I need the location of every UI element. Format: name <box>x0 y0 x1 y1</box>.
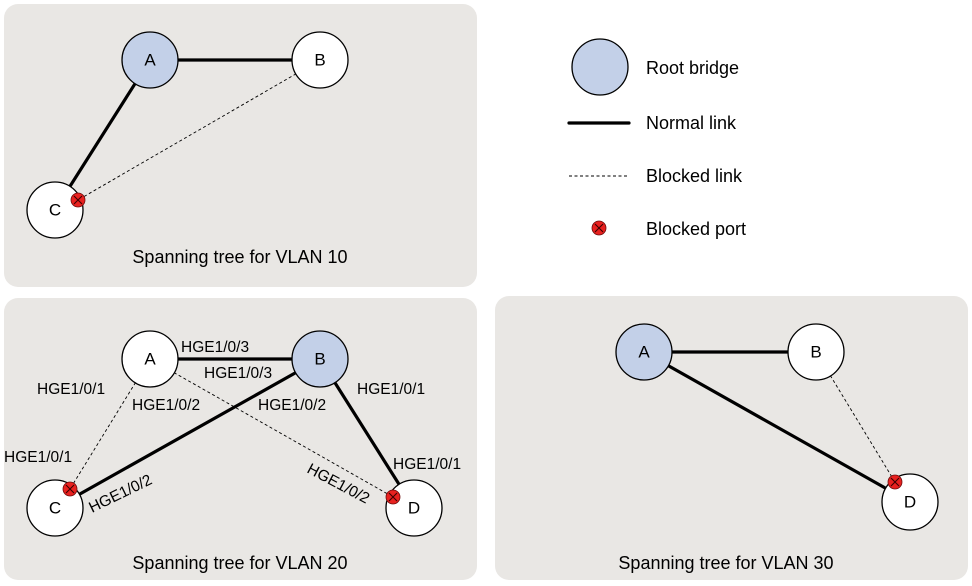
vlan10-node-a-label: A <box>144 51 156 70</box>
vlan20-port-a-c-at-c: HGE1/0/1 <box>4 449 72 466</box>
vlan20-link-a-d-blocked <box>149 358 394 498</box>
vlan20-link-a-c-blocked <box>69 358 151 490</box>
vlan30-blocked-port-d <box>887 474 903 490</box>
vlan10-blocked-port-c <box>70 192 86 208</box>
vlan20-node-c-label: C <box>49 499 61 518</box>
vlan30-node-b <box>787 323 845 381</box>
vlan30-node-a-label: A <box>638 343 650 362</box>
vlan30-caption: Spanning tree for VLAN 30 <box>618 553 833 573</box>
legend-root-bridge-icon <box>571 38 629 96</box>
vlan10-topology: A B C Spanning tree for VLAN 10 <box>26 31 349 267</box>
vlan20-port-b-d-at-b: HGE1/0/1 <box>357 381 425 398</box>
vlan20-link-b-d <box>318 357 416 510</box>
vlan10-panel <box>4 4 477 287</box>
vlan20-port-a-b-at-b: HGE1/0/3 <box>204 365 272 382</box>
vlan20-blocked-port-c <box>62 481 78 497</box>
legend-blocked-port-label: Blocked port <box>646 219 746 239</box>
vlan10-node-b <box>291 31 349 89</box>
vlan10-link-b-c-blocked <box>77 59 321 201</box>
vlan20-port-a-c-at-a: HGE1/0/1 <box>37 381 105 398</box>
legend-root-bridge-label: Root bridge <box>646 58 739 78</box>
vlan30-node-d-label: D <box>904 493 916 512</box>
vlan20-port-a-d-at-a: HGE1/0/2 <box>132 397 200 414</box>
vlan30-topology: A B D Spanning tree for VLAN 30 <box>615 323 939 573</box>
vlan20-port-b-d-at-d: HGE1/0/1 <box>393 456 461 473</box>
vlan10-node-c-label: C <box>49 201 61 220</box>
vlan10-node-a-root <box>121 31 179 89</box>
vlan20-port-a-b-at-a: HGE1/0/3 <box>181 339 249 356</box>
vlan20-node-b-root <box>291 330 349 388</box>
vlan30-link-b-d-blocked <box>815 351 896 483</box>
legend-blocked-port-icon <box>591 220 607 236</box>
vlan10-node-b-label: B <box>314 51 325 70</box>
vlan20-node-d-label: D <box>408 499 420 518</box>
vlan20-port-b-c-at-b: HGE1/0/2 <box>258 397 326 414</box>
vlan10-link-a-c <box>53 58 152 212</box>
vlan30-node-a-root <box>615 323 673 381</box>
vlan30-node-b-label: B <box>810 343 821 362</box>
vlan20-panel <box>4 298 477 580</box>
vlan20-caption: Spanning tree for VLAN 20 <box>132 553 347 573</box>
vlan10-caption: Spanning tree for VLAN 10 <box>132 247 347 267</box>
vlan20-link-b-c <box>53 357 322 510</box>
vlan20-node-a-label: A <box>144 350 156 369</box>
vlan20-node-b-label: B <box>314 350 325 369</box>
legend-blocked-link-label: Blocked link <box>646 166 743 186</box>
vlan20-node-d <box>385 479 443 537</box>
legend: Root bridge Normal link Blocked link Blo… <box>567 38 746 239</box>
vlan20-node-a <box>121 330 179 388</box>
vlan20-blocked-port-d <box>385 489 401 505</box>
vlan10-node-c <box>26 181 84 239</box>
vlan30-link-a-d <box>642 350 912 504</box>
vlan30-panel <box>495 296 968 580</box>
legend-normal-link-label: Normal link <box>646 113 737 133</box>
